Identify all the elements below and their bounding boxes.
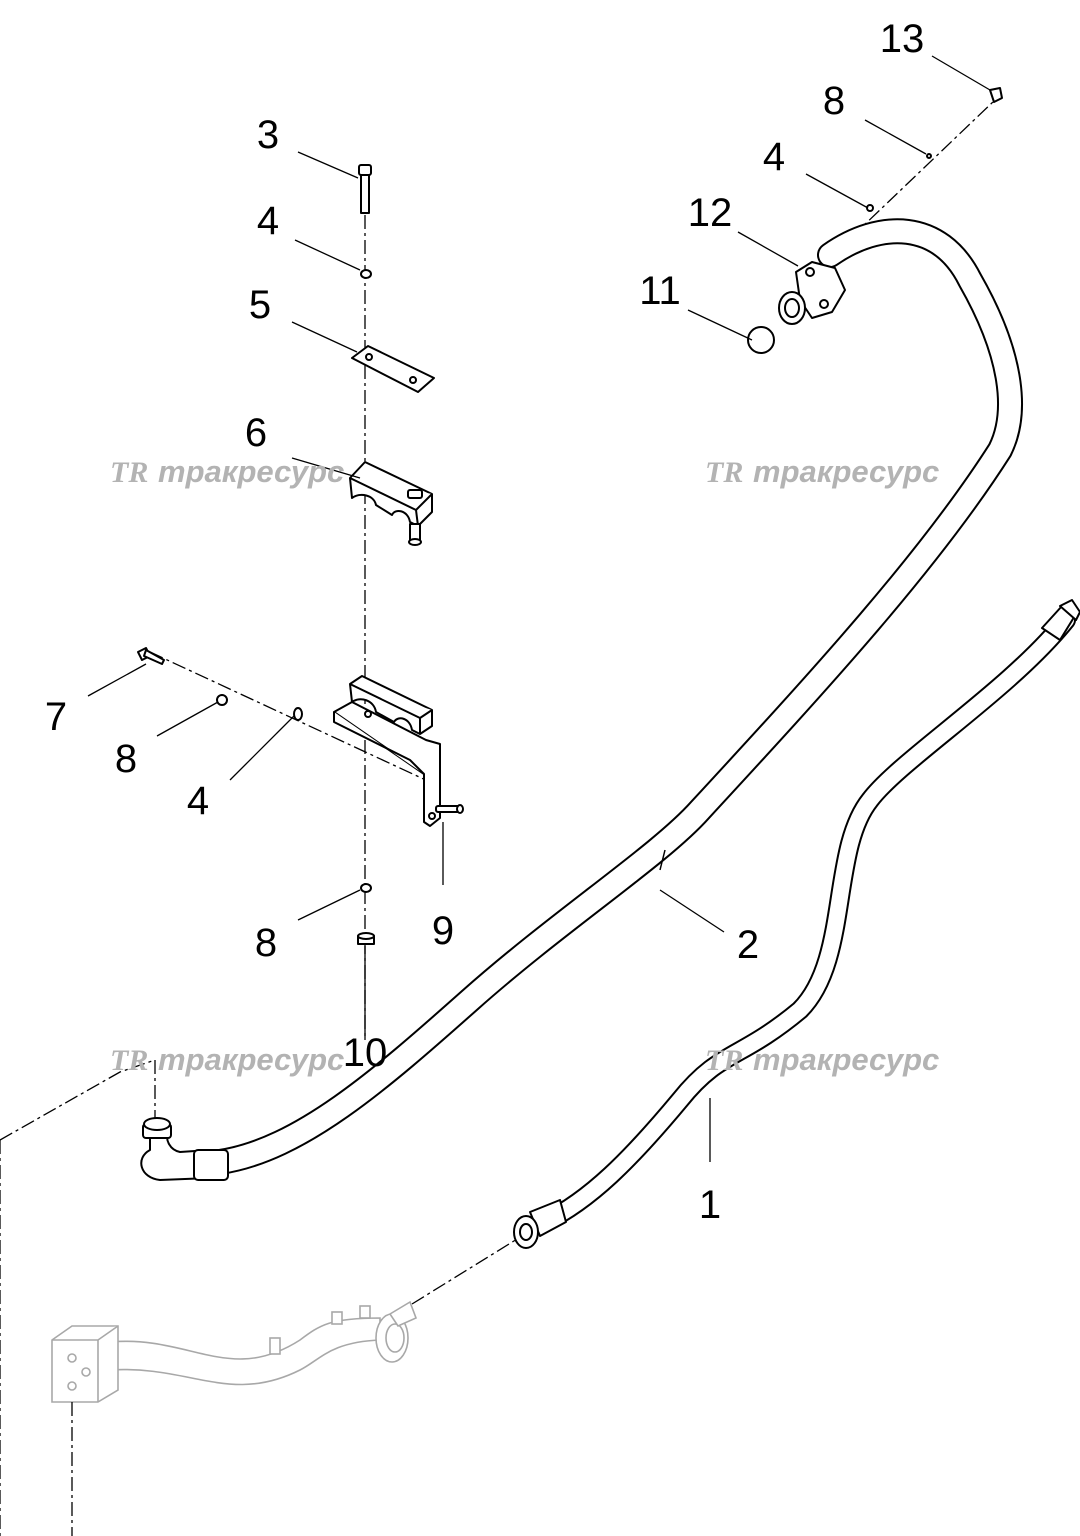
plate-5 xyxy=(351,345,435,393)
callout-4: 4 xyxy=(763,135,785,179)
callout-9: 9 xyxy=(432,909,454,953)
callout-1: 1 xyxy=(699,1183,721,1227)
callout-10: 10 xyxy=(343,1031,388,1075)
bolt-3 xyxy=(358,164,372,214)
watermark-1: TR тракресурс xyxy=(110,454,344,489)
flange-12 xyxy=(778,261,846,325)
callout-13: 13 xyxy=(880,17,925,61)
watermark-logo: TR xyxy=(110,1044,148,1077)
callout-11: 11 xyxy=(639,269,681,313)
callout-7: 7 xyxy=(45,695,67,739)
clamp-6 xyxy=(349,461,433,546)
o-ring-11 xyxy=(747,326,775,354)
watermark-logo: TR xyxy=(705,1044,743,1077)
callout-4: 4 xyxy=(257,199,279,243)
bolt-7 xyxy=(137,647,165,665)
watermark-logo: TR xyxy=(110,456,148,489)
callout-6: 6 xyxy=(245,411,267,455)
watermark-3: TR тракресурс xyxy=(110,1042,344,1077)
callout-8: 8 xyxy=(115,737,137,781)
nut-10 xyxy=(357,932,375,945)
watermark-logo: TR xyxy=(705,456,743,489)
watermark-2: TR тракресурс xyxy=(705,454,939,489)
context-pipe-assembly xyxy=(51,1300,418,1403)
callout-labels: 3 4 5 6 7 8 4 9 8 10 2 1 11 12 4 8 13 xyxy=(45,17,924,1227)
callout-4: 4 xyxy=(187,779,209,823)
callout-3: 3 xyxy=(257,113,279,157)
washer-4-c xyxy=(293,707,303,721)
watermark-4: TR тракресурс xyxy=(705,1042,939,1077)
callout-2: 2 xyxy=(737,923,759,967)
callout-8: 8 xyxy=(823,79,845,123)
callout-5: 5 xyxy=(249,283,271,327)
callout-12: 12 xyxy=(688,191,733,235)
hose-2 xyxy=(140,218,1023,1181)
watermark-text: тракресурс xyxy=(753,1042,939,1077)
assembly-centerlines xyxy=(0,99,996,1536)
clamp-6-lower xyxy=(349,675,433,735)
watermark-text: тракресурс xyxy=(158,1042,344,1077)
watermark-text: тракресурс xyxy=(753,454,939,489)
leader-lines xyxy=(87,55,991,1162)
bolt-13 xyxy=(989,87,1003,103)
lockwasher-8-a xyxy=(216,694,228,706)
watermark-text: тракресурс xyxy=(158,454,344,489)
bracket-9 xyxy=(333,701,464,827)
lockwasher-8-b xyxy=(360,883,372,893)
hose-1 xyxy=(513,599,1080,1249)
callout-8: 8 xyxy=(255,921,277,965)
washer-4-a xyxy=(360,269,372,279)
lockwasher-8-top xyxy=(926,153,932,159)
